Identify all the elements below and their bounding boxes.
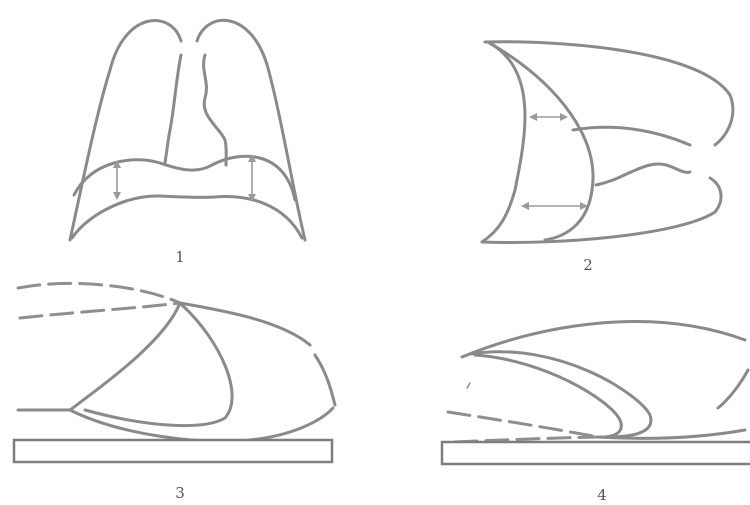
panel-3-inner-curve [85, 305, 232, 426]
panel-2-arrow-upper [529, 113, 568, 121]
panel-2-lower-inner-line [596, 164, 690, 185]
panel-1-left-outline [70, 20, 181, 240]
panel-4-small-mark [467, 383, 470, 388]
panel-4-label: 4 [597, 486, 607, 504]
panel-1-diaphragm-upper [74, 156, 295, 200]
panel-3-label: 3 [175, 484, 185, 502]
panel-1-right-outline [197, 20, 305, 240]
panel-4-inner-curve [475, 355, 621, 437]
panel-2-label: 2 [583, 256, 593, 274]
panel-1-arrow-right [248, 154, 256, 202]
panel-3-dashed-lower [20, 303, 180, 318]
panel-2-upper-inner-line [573, 127, 690, 145]
panel-1-left-midline [165, 55, 181, 163]
panel-1-label: 1 [175, 248, 185, 266]
panel-1-right-midline [204, 55, 227, 165]
panel-2: 2 [482, 42, 733, 274]
panel-4-outer-curve [470, 352, 651, 437]
panel-2-outer-curve [482, 42, 525, 242]
panel-2-arrow-lower [521, 202, 588, 210]
panel-4-dashed-upper [448, 412, 598, 437]
panel-1-diaphragm-lower [72, 196, 302, 238]
panel-4-surface-plate [442, 442, 750, 464]
panel-3-right-contour [315, 355, 335, 405]
panel-1-arrow-left [113, 160, 121, 200]
panel-3-dashed-upper [18, 283, 180, 303]
panel-4: 4 [442, 322, 750, 504]
panel-4-right-edge [718, 370, 748, 408]
panel-2-bottom-outline [482, 178, 721, 243]
panel-1: 1 [70, 20, 305, 266]
panel-3-middle-curve [70, 303, 180, 410]
panel-3-surface-plate [14, 440, 332, 462]
panel-3: 3 [14, 283, 335, 502]
